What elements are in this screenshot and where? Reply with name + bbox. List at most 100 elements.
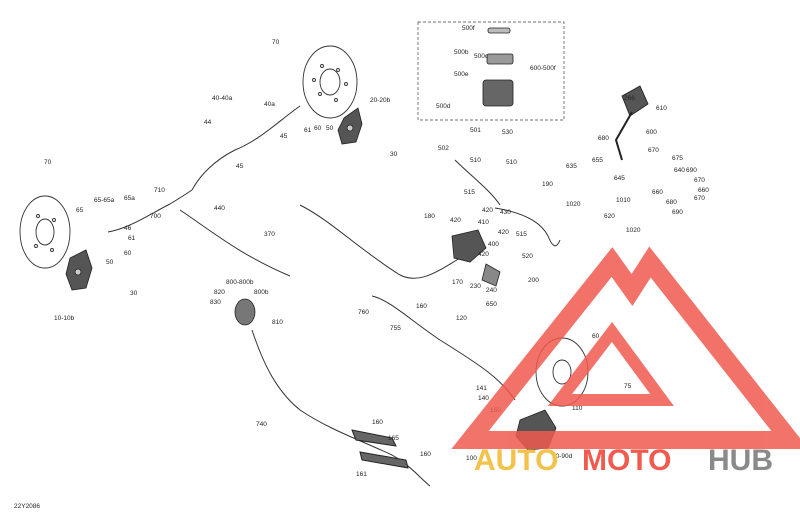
label-520: 520: [522, 253, 533, 260]
label-160c: 160: [420, 451, 431, 458]
front-caliper-top: [337, 107, 363, 145]
label-75: 75: [624, 383, 632, 390]
label-690b: 690: [672, 209, 683, 216]
label-620: 620: [604, 213, 615, 220]
label-370: 370: [264, 231, 275, 238]
label-45b: 45: [236, 163, 244, 170]
label-1020a: 1020: [566, 201, 581, 208]
label-440: 440: [214, 205, 225, 212]
label-820: 820: [214, 289, 225, 296]
label-740: 740: [256, 421, 267, 428]
label-650: 650: [486, 301, 497, 308]
label-635: 635: [566, 163, 577, 170]
label-510a: 510: [470, 157, 481, 164]
label-30a: 30: [390, 151, 398, 158]
label-160a: 160: [416, 303, 427, 310]
diagram-code: 22Y2086: [14, 503, 40, 510]
label-161: 161: [356, 471, 367, 478]
label-40-40a: 40-40a: [212, 95, 233, 102]
label-65a: 65a: [124, 195, 135, 202]
label-120: 120: [456, 315, 467, 322]
parking-brake-actuator: [234, 298, 256, 326]
watermark-brand-auto: AUTO: [474, 444, 558, 477]
label-510b: 510: [506, 159, 517, 166]
label-700: 700: [150, 213, 161, 220]
watermark-brand: AUTO MOTO HUB: [474, 444, 773, 477]
label-530: 530: [502, 129, 513, 136]
front-caliper-left: [65, 249, 93, 291]
label-410: 410: [478, 219, 489, 226]
label-830: 830: [210, 299, 221, 306]
label-65: 65: [76, 207, 84, 214]
label-70-top: 70: [272, 39, 280, 46]
label-675: 675: [672, 155, 683, 162]
label-240: 240: [486, 287, 497, 294]
label-50a: 50: [326, 125, 334, 132]
front-brake-disc-top: [302, 45, 358, 119]
label-800b: 800b: [254, 289, 269, 296]
callout-labels: 70 40-40a 40a 44 45 45 61 60 50 20-20b 3…: [44, 25, 709, 478]
label-61b: 61: [128, 235, 136, 242]
watermark-brand-moto: MOTO: [582, 444, 671, 477]
brake-pedal: [614, 85, 649, 161]
label-110: 110: [572, 405, 583, 412]
parking-brake-lever: [351, 429, 409, 469]
label-141: 141: [476, 385, 487, 392]
master-cylinder: [482, 27, 514, 107]
label-515b: 515: [516, 231, 527, 238]
label-160b: 160: [372, 419, 383, 426]
label-680b: 680: [666, 199, 677, 206]
label-1020b: 1020: [626, 227, 641, 234]
label-230: 230: [470, 283, 481, 290]
label-610: 610: [656, 105, 667, 112]
label-170: 170: [452, 279, 463, 286]
label-600-500f: 600-500f: [530, 65, 556, 72]
label-190: 190: [542, 181, 553, 188]
label-100: 100: [466, 455, 477, 462]
label-500d: 500d: [436, 103, 451, 110]
label-420b: 420: [482, 207, 493, 214]
label-640: 640: [674, 167, 685, 174]
watermark-logo: [451, 246, 800, 449]
watermark-inner-triangle: [547, 321, 674, 406]
label-70-left: 70: [44, 159, 52, 166]
master-cylinder-kit-box: [417, 21, 565, 121]
label-810: 810: [272, 319, 283, 326]
label-180: 180: [424, 213, 435, 220]
label-755: 755: [390, 325, 401, 332]
front-brake-disc-left: [19, 195, 71, 269]
label-800-800b: 800-800b: [226, 279, 254, 286]
watermark-triangle: [451, 246, 800, 449]
label-50b: 50: [106, 259, 114, 266]
label-420c: 420: [498, 229, 509, 236]
abs-module: [451, 229, 501, 287]
brake-lines: [107, 105, 561, 487]
label-90-90d: 90-90d: [552, 453, 573, 460]
label-502: 502: [438, 145, 449, 152]
label-400: 400: [488, 241, 499, 248]
label-40a: 40a: [264, 101, 275, 108]
label-20-20b: 20-20b: [370, 97, 391, 104]
label-430: 430: [500, 209, 511, 216]
label-200: 200: [528, 277, 539, 284]
label-65-65a: 65-65a: [94, 197, 115, 204]
label-165: 165: [388, 435, 399, 442]
label-600: 600: [646, 129, 657, 136]
label-60b: 60: [124, 250, 132, 257]
label-680: 680: [598, 135, 609, 142]
label-30b: 30: [130, 290, 138, 297]
label-500e: 500e: [454, 71, 469, 78]
label-660: 660: [698, 187, 709, 194]
label-420d: 420: [478, 251, 489, 258]
label-660b: 660: [652, 189, 663, 196]
label-500c: 500c: [474, 53, 489, 60]
label-44: 44: [204, 119, 212, 126]
label-670: 670: [648, 147, 659, 154]
label-670c: 670: [694, 195, 705, 202]
label-140: 140: [478, 395, 489, 402]
label-670b: 670: [694, 177, 705, 184]
label-60a: 60: [314, 125, 322, 132]
label-710: 710: [154, 187, 165, 194]
watermark-brand-hub: HUB: [708, 444, 773, 477]
